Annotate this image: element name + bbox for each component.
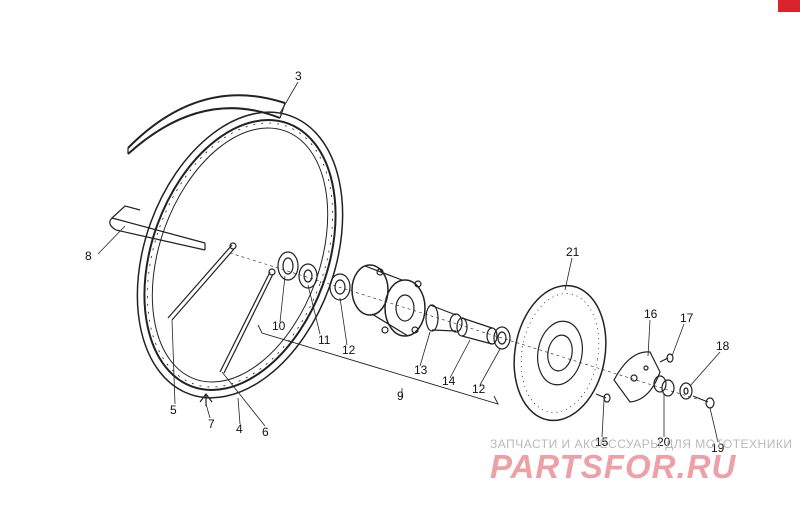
callout-11: 11 [318, 333, 331, 347]
rim-band-part [127, 94, 286, 155]
spoke-part [167, 242, 276, 374]
callout-12-left: 12 [342, 343, 356, 357]
callout-21: 21 [566, 245, 580, 259]
callout-12-right: 12 [472, 382, 486, 396]
callout-17: 17 [680, 311, 694, 325]
bearing-left-part [329, 273, 351, 301]
callout-labels: 3 8 10 11 12 13 14 12 9 5 7 4 6 21 16 17… [85, 69, 730, 455]
callout-6: 6 [262, 425, 269, 439]
assembly-axis-line [229, 252, 701, 401]
callout-18: 18 [716, 339, 730, 353]
watermark-tagline: ЗАПЧАСТИ И АКСЕССУАРЫ ДЛЯ МОТОТЕХНИКИ [490, 437, 793, 451]
brake-disc-part [513, 284, 607, 422]
hub-part [351, 264, 426, 337]
callout-9: 9 [397, 389, 404, 403]
leader-lines [97, 81, 721, 443]
spacer-part [298, 263, 318, 289]
corner-badge [778, 0, 800, 12]
callout-10: 10 [272, 319, 286, 333]
callout-8: 8 [85, 249, 92, 263]
washer-part [679, 382, 693, 400]
axle-part [109, 205, 206, 251]
callout-19: 19 [711, 441, 725, 455]
carrier-part [613, 351, 661, 403]
callout-16: 16 [644, 307, 658, 321]
bearing-right-part [493, 326, 511, 350]
callout-5: 5 [170, 403, 177, 417]
callout-3: 3 [295, 69, 302, 83]
seal-part [277, 251, 299, 281]
watermark-brand: PARTSFOR.RU [490, 448, 737, 485]
hub-assembly-bracket [257, 324, 499, 405]
callout-7: 7 [208, 417, 215, 431]
callout-20: 20 [657, 435, 671, 449]
callout-13: 13 [414, 363, 428, 377]
axle-sleeve-part [456, 317, 498, 345]
callout-15: 15 [595, 435, 609, 449]
callout-4: 4 [236, 422, 243, 436]
callout-14: 14 [442, 374, 456, 388]
